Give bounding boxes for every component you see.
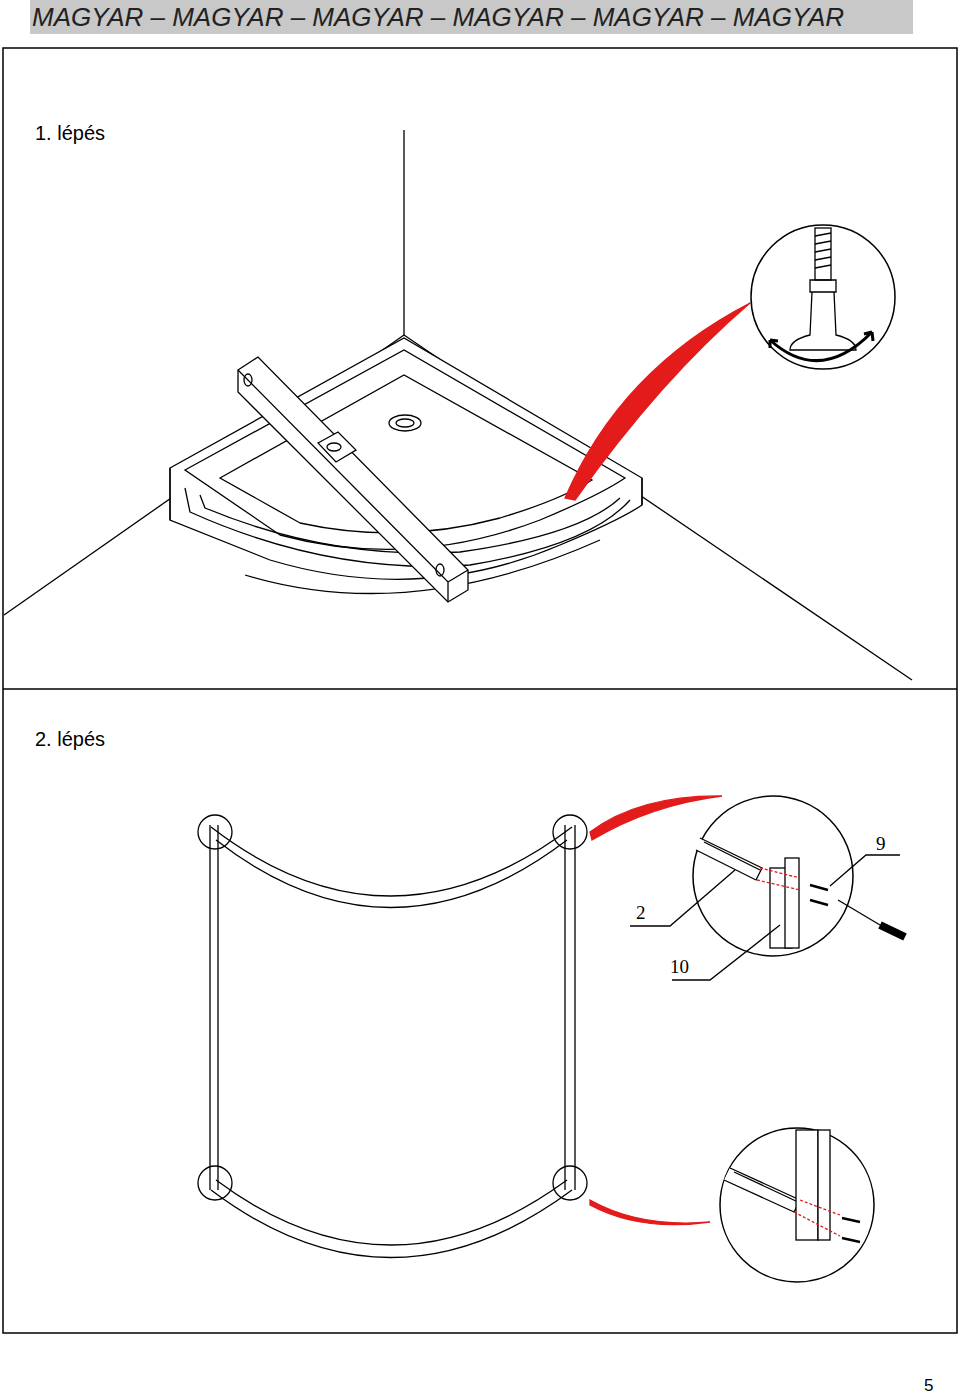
step-label: 2. lépés bbox=[35, 728, 105, 750]
step-label: 1. lépés bbox=[35, 122, 105, 144]
header-text: MAGYAR – MAGYAR – MAGYAR – MAGYAR – MAGY… bbox=[32, 3, 844, 32]
callout-number: 2 bbox=[636, 903, 646, 924]
page-number: 5 bbox=[924, 1377, 933, 1396]
callout-number: 10 bbox=[670, 957, 689, 978]
callout-number: 9 bbox=[876, 834, 886, 855]
